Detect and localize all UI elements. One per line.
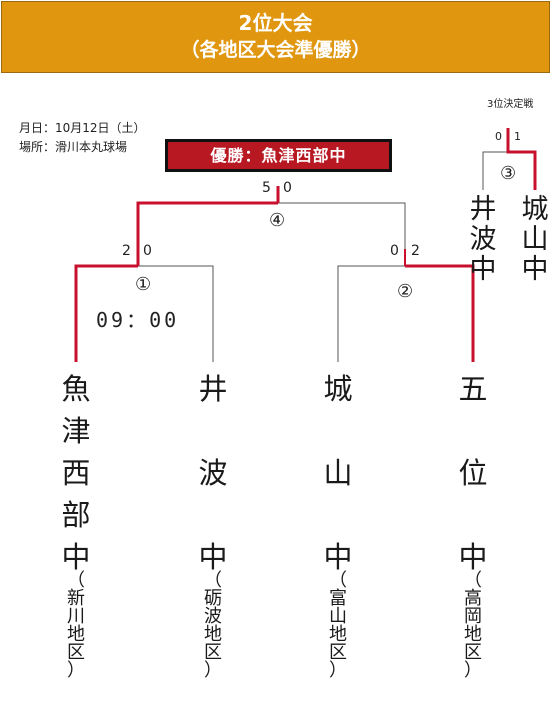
third-score-right: 1 xyxy=(514,130,521,143)
semi2-score-right: 2 xyxy=(411,243,420,259)
semi2-left-line xyxy=(337,265,405,362)
header-banner: 2位大会 （各地区大会準優勝） xyxy=(1,1,550,73)
semi2-win-line xyxy=(405,264,475,362)
final-right-line xyxy=(278,202,406,266)
third-score-left: 0 xyxy=(495,130,502,143)
semi2-game-mark: ② xyxy=(397,281,414,302)
third-team-left: 井波中 xyxy=(469,194,497,285)
team-name-goi: 五 位 中 xyxy=(458,372,488,574)
page-title: 2位大会 xyxy=(238,11,313,35)
third-left-line xyxy=(482,151,508,190)
page-subtitle: （各地区大会準優勝） xyxy=(180,39,371,61)
team-region-shinkawa: （新川地区） xyxy=(67,570,85,681)
semi1-game-mark: ① xyxy=(135,274,152,295)
team-name-joyama: 城 山 中 xyxy=(323,372,353,574)
team-region-toyama: （富山地区） xyxy=(329,570,347,681)
third-team-right: 城山中 xyxy=(521,194,549,285)
winner-banner: 優勝：魚津西部中 xyxy=(165,139,392,172)
semi1-start-time: 09：00 xyxy=(96,308,180,332)
venue-info: 場所：滑川本丸球場 xyxy=(19,140,128,154)
third-place-title: 3位決定戦 xyxy=(487,99,534,110)
semi1-score-left: 2 xyxy=(122,243,131,259)
third-game-mark: ③ xyxy=(500,163,517,184)
semi2-score-left: 0 xyxy=(390,243,399,259)
third-win-line xyxy=(506,128,537,190)
final-game-mark: ④ xyxy=(269,210,286,231)
date-info: 月日：10月12日（土） xyxy=(19,121,146,135)
team-name-uozu-seibu: 魚津西部中 xyxy=(61,372,91,574)
semi1-win-line xyxy=(74,264,138,362)
final-score-right: 0 xyxy=(283,180,292,196)
team-name-inami: 井 波 中 xyxy=(198,372,228,574)
final-win-line xyxy=(136,201,278,266)
semi1-score-right: 0 xyxy=(143,243,152,259)
final-score-left: 5 xyxy=(262,180,271,196)
semi1-right-line xyxy=(138,265,214,362)
team-region-tonami: （砺波地区） xyxy=(204,570,222,681)
team-region-takaoka: （高岡地区） xyxy=(464,570,482,681)
